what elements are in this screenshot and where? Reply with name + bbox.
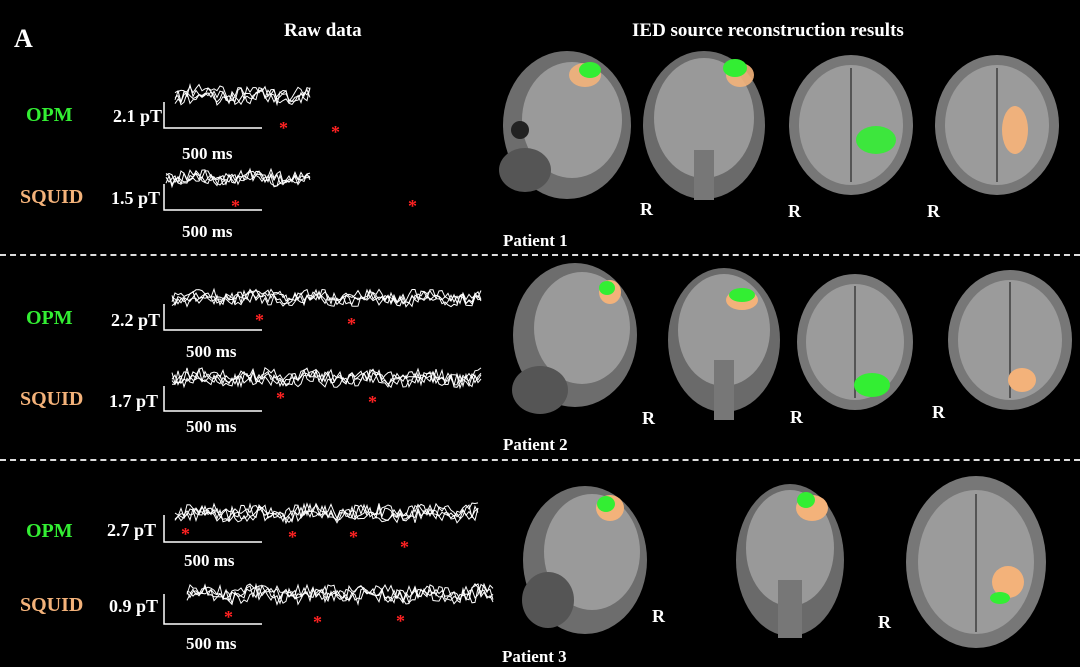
- trace-opm: [174, 502, 479, 525]
- brain-axial: [948, 270, 1072, 410]
- spike-marker: *: [276, 388, 285, 408]
- time-scale-label: 500 ms: [186, 342, 237, 361]
- trace-squid: [165, 167, 311, 189]
- time-scale-label: 500 ms: [182, 144, 233, 163]
- modality-label-squid: SQUID: [20, 594, 84, 616]
- spike-marker: *: [408, 196, 417, 216]
- spike-marker: *: [313, 612, 322, 632]
- scale-label: 1.5 pT: [110, 188, 160, 208]
- r-label: R: [932, 402, 945, 422]
- scale-bar: [163, 304, 262, 331]
- spike-marker: *: [396, 611, 405, 631]
- spike-marker: *: [279, 118, 288, 138]
- modality-label-squid: SQUID: [20, 186, 84, 208]
- patient-label: Patient 1: [503, 231, 568, 250]
- r-label: R: [790, 407, 803, 427]
- spike-marker: *: [400, 537, 409, 557]
- modality-label-opm: OPM: [26, 307, 73, 329]
- scale-label: 2.1 pT: [112, 106, 162, 126]
- r-label: R: [788, 201, 801, 221]
- time-scale-label: 500 ms: [184, 551, 235, 570]
- brain-sagittal: [522, 486, 647, 634]
- trace-line: [171, 367, 482, 389]
- time-scale-label: 500 ms: [182, 222, 233, 241]
- brain-coronal: [668, 268, 780, 420]
- spike-marker: *: [231, 196, 240, 216]
- trace-line: [171, 287, 482, 308]
- trace-line: [186, 582, 494, 606]
- panel-label: A: [14, 24, 33, 53]
- r-label: R: [652, 606, 665, 626]
- trace-line: [174, 87, 311, 106]
- r-label: R: [927, 201, 940, 221]
- modality-label-opm: OPM: [26, 104, 73, 126]
- trace-line: [171, 367, 482, 388]
- brain-axial: [935, 55, 1059, 195]
- scale-bar: [163, 386, 262, 412]
- r-label: R: [640, 199, 653, 219]
- spike-marker: *: [288, 527, 297, 547]
- spike-marker: *: [224, 607, 233, 627]
- spike-marker: *: [331, 122, 340, 142]
- brain-axial: [789, 55, 913, 195]
- trace-squid: [186, 582, 494, 606]
- r-label: R: [878, 612, 891, 632]
- scale-bar: [163, 515, 262, 543]
- r-label: R: [642, 408, 655, 428]
- brain-sagittal: [512, 263, 637, 414]
- trace-squid: [171, 366, 482, 390]
- modality-label-squid: SQUID: [20, 388, 84, 410]
- trace-line: [165, 167, 311, 188]
- brain-coronal: [643, 51, 765, 200]
- scale-bar: [163, 102, 262, 129]
- trace-line: [171, 288, 482, 307]
- spike-marker: *: [255, 310, 264, 330]
- scale-label: 0.9 pT: [108, 596, 158, 616]
- spike-marker: *: [349, 527, 358, 547]
- trace-line: [186, 582, 494, 605]
- brain-axial: [906, 476, 1046, 648]
- raw-data-header: Raw data: [284, 20, 362, 41]
- trace-line: [174, 502, 479, 523]
- scale-label: 2.2 pT: [110, 310, 160, 330]
- spike-marker: *: [368, 392, 377, 412]
- time-scale-label: 500 ms: [186, 634, 237, 653]
- scale-label: 1.7 pT: [108, 391, 158, 411]
- scale-bar: [163, 594, 262, 625]
- trace-line: [165, 168, 311, 189]
- trace-line: [171, 288, 482, 308]
- scale-bar: [163, 184, 262, 211]
- patient-label: Patient 2: [503, 435, 568, 454]
- trace-opm: [174, 83, 311, 107]
- trace-line: [186, 583, 494, 606]
- separator-2: [0, 459, 1080, 461]
- brain-sagittal: [499, 51, 631, 199]
- trace-line: [172, 367, 482, 390]
- separator-1: [0, 254, 1080, 256]
- spike-marker: *: [347, 314, 356, 334]
- time-scale-label: 500 ms: [186, 417, 237, 436]
- scale-label: 2.7 pT: [106, 520, 156, 540]
- spike-marker: *: [181, 524, 190, 544]
- trace-opm: [171, 287, 482, 308]
- brain-axial: [797, 274, 913, 410]
- brain-coronal: [736, 484, 844, 638]
- trace-line: [174, 83, 311, 106]
- patient-label: Patient 3: [502, 647, 567, 666]
- modality-label-opm: OPM: [26, 520, 73, 542]
- recon-header: IED source reconstruction results: [632, 20, 904, 41]
